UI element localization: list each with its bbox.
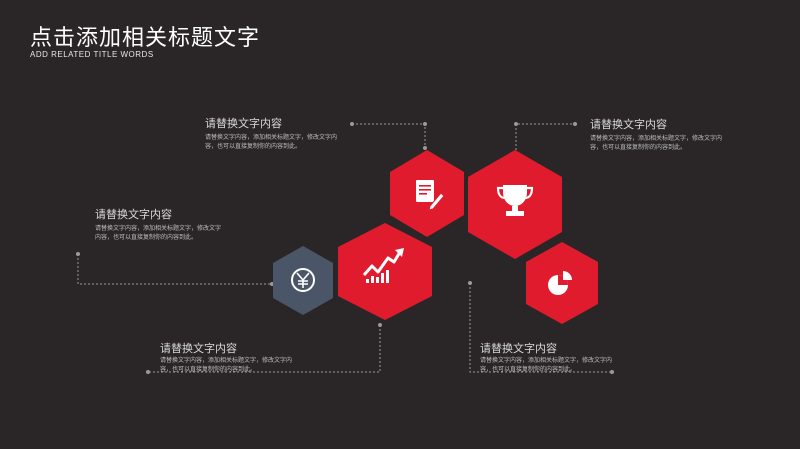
block-heading-top-right: 请替换文字内容 [590, 118, 667, 131]
slide-title: 点击添加相关标题文字 [30, 26, 261, 51]
block-body-bottom-left: 请替换文字内容，添加相关标题文字，修改文字内容，也可以直接复制你的内容到此。 [160, 357, 293, 373]
document-edit-icon [416, 180, 445, 211]
slide-subtitle: ADD RELATED TITLE WORDS [30, 50, 154, 59]
block-body-top-middle: 请替换文字内容，添加相关标题文字，修改文字内容，也可以直接复制你的内容到此。 [205, 134, 338, 150]
connector-bottom-left [148, 325, 381, 373]
block-body-left: 请替换文字内容，添加相关标题文字，修改文字内容，也可以直接复制你的内容到此。 [95, 225, 222, 241]
block-heading-bottom-right: 请替换文字内容 [480, 342, 557, 355]
trophy-icon [496, 185, 534, 216]
connector-top-right [515, 123, 575, 150]
connector-left [77, 254, 272, 285]
hexagon-chart [338, 223, 432, 320]
connector-bottom-right [469, 283, 612, 373]
block-heading-top-middle: 请替换文字内容 [205, 117, 282, 130]
pie-chart-icon [548, 271, 572, 295]
rising-chart-icon [362, 248, 404, 283]
block-body-bottom-right: 请替换文字内容，添加相关标题文字，修改文字内容，也可以直接复制你的内容到此。 [480, 357, 613, 373]
yuan-coin-icon [291, 268, 315, 292]
connector-top-middle [352, 123, 426, 148]
block-heading-bottom-left: 请替换文字内容 [160, 342, 237, 355]
block-heading-left: 请替换文字内容 [95, 208, 172, 221]
block-body-top-right: 请替换文字内容，添加相关标题文字，修改文字内容，也可以直接复制你的内容到此。 [590, 135, 723, 151]
connector-dots [76, 122, 614, 374]
